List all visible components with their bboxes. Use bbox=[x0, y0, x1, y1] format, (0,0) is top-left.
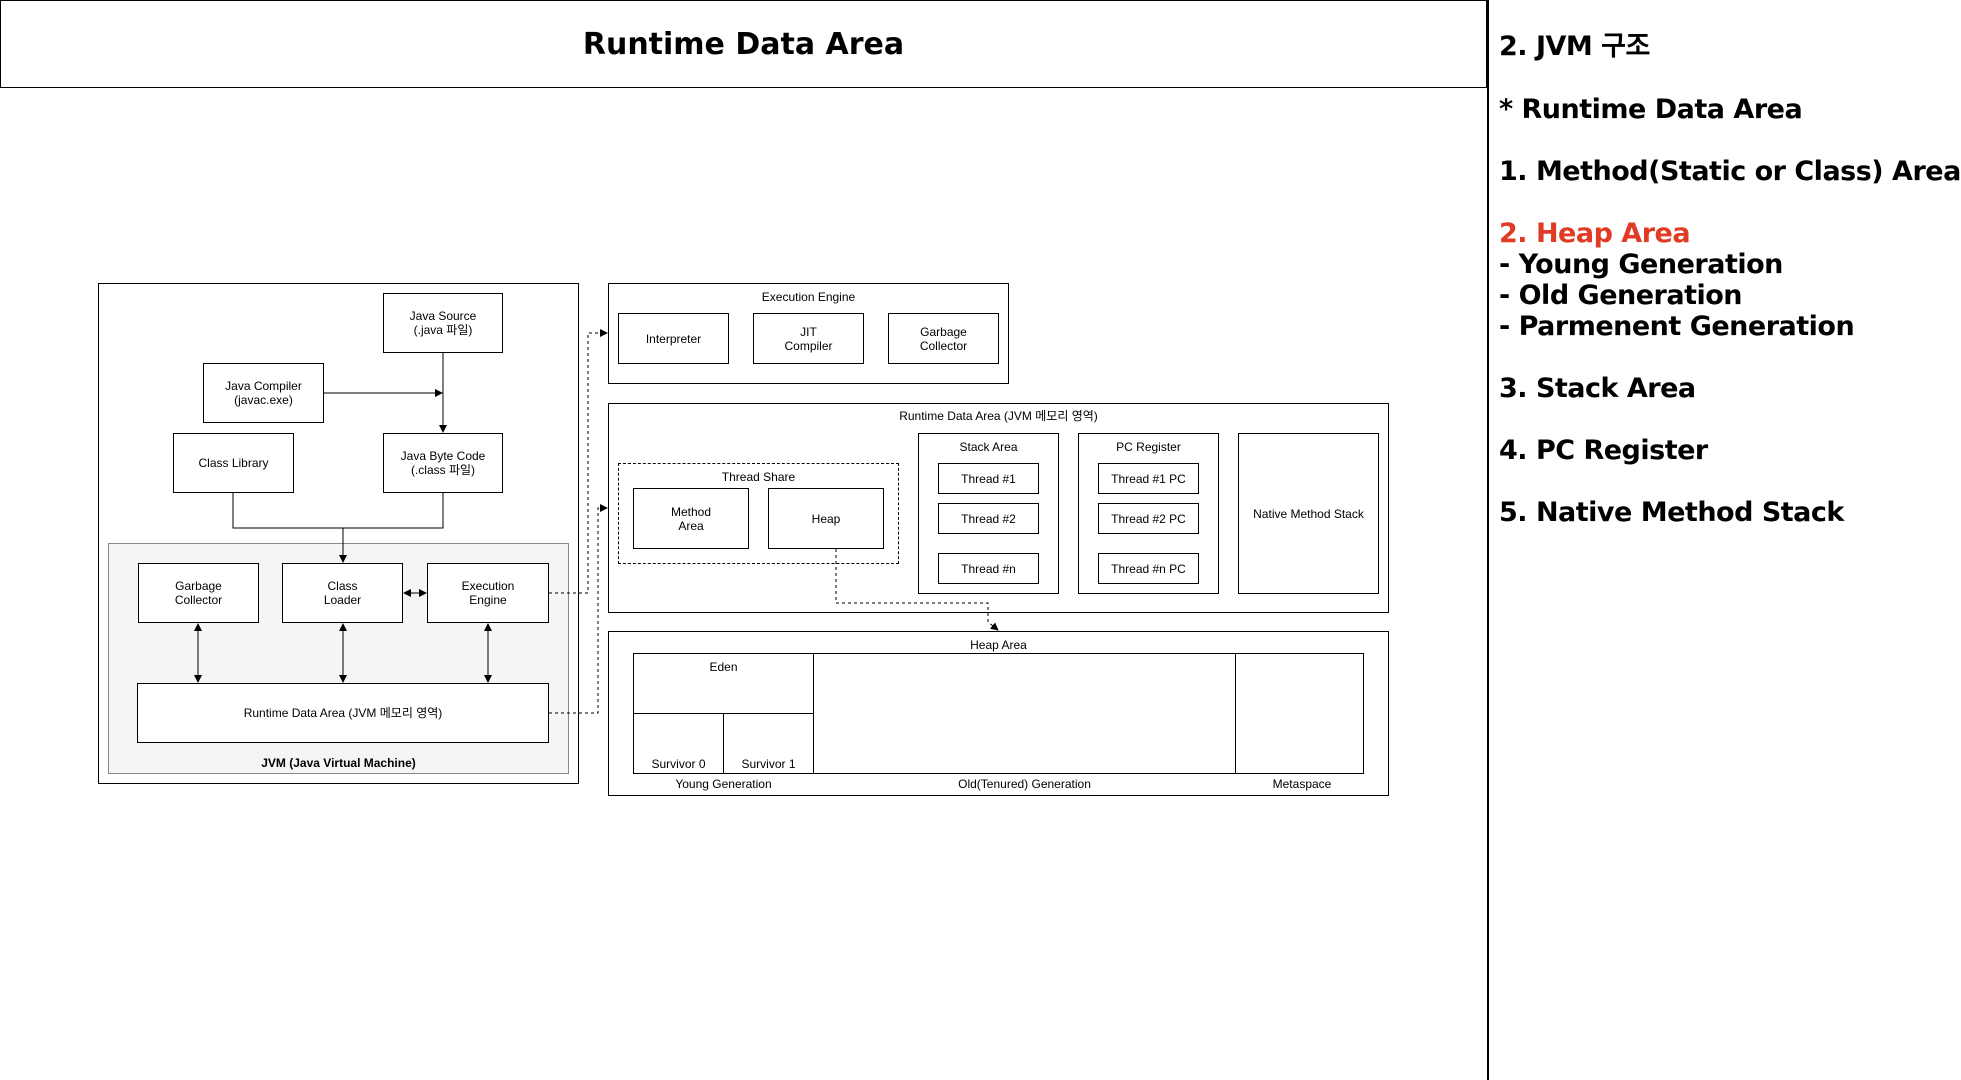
metaspace-label: Metaspace bbox=[1272, 777, 1332, 791]
eden-label: Eden bbox=[709, 660, 738, 674]
java-compiler-box: Java Compiler (javac.exe) bbox=[203, 363, 324, 423]
jvm-label: JVM (Java Virtual Machine) bbox=[261, 756, 416, 770]
pc-thread-n: Thread #n PC bbox=[1098, 553, 1199, 584]
title-bar: Runtime Data Area bbox=[0, 0, 1487, 88]
sidebar-line-heap-area: 2. Heap Area bbox=[1499, 218, 1691, 249]
sidebar-line-young-generation: - Young Generation bbox=[1499, 249, 1783, 280]
jvm-diagram: Java Source (.java 파일) Java Compiler (ja… bbox=[98, 283, 1389, 796]
metaspace-box bbox=[1235, 653, 1364, 774]
heap-area-panel bbox=[608, 631, 1389, 796]
sidebar-line-runtime-data-area: * Runtime Data Area bbox=[1499, 94, 1803, 125]
java-byte-code-box: Java Byte Code (.class 파일) bbox=[383, 433, 503, 493]
pc-thread-2: Thread #2 PC bbox=[1098, 503, 1199, 534]
ee-garbage-collector-box: Garbage Collector bbox=[888, 313, 999, 364]
sidebar-line-native-method-stack: 5. Native Method Stack bbox=[1499, 497, 1844, 528]
sidebar-line-method-area: 1. Method(Static or Class) Area bbox=[1499, 156, 1961, 187]
survivor1-label: Survivor 1 bbox=[741, 757, 796, 771]
interpreter-box: Interpreter bbox=[618, 313, 729, 364]
sidebar-line-permanent-generation: - Parmenent Generation bbox=[1499, 311, 1855, 342]
jvm-execution-engine-box: Execution Engine bbox=[427, 563, 549, 623]
stack-area-title: Stack Area bbox=[959, 440, 1018, 454]
old-generation-label: Old(Tenured) Generation bbox=[958, 777, 1091, 791]
pc-register-frame bbox=[1078, 433, 1219, 594]
thread-share-title: Thread Share bbox=[721, 470, 796, 484]
sidebar-line-old-generation: - Old Generation bbox=[1499, 280, 1743, 311]
jvm-garbage-collector-box: Garbage Collector bbox=[138, 563, 259, 623]
heap-area-title: Heap Area bbox=[970, 638, 1027, 652]
pc-thread-1: Thread #1 PC bbox=[1098, 463, 1199, 494]
sidebar-line-stack-area: 3. Stack Area bbox=[1499, 373, 1696, 404]
method-area-box: Method Area bbox=[633, 488, 749, 549]
heap-box: Heap bbox=[768, 488, 884, 549]
runtime-data-area-title: Runtime Data Area (JVM 메모리 영역) bbox=[899, 409, 1098, 423]
native-method-stack-box: Native Method Stack bbox=[1238, 433, 1379, 594]
stack-thread-n: Thread #n bbox=[938, 553, 1039, 584]
pc-register-title: PC Register bbox=[1116, 440, 1181, 454]
jit-compiler-box: JIT Compiler bbox=[753, 313, 864, 364]
sidebar-line-pc-register: 4. PC Register bbox=[1499, 435, 1708, 466]
stack-thread-1: Thread #1 bbox=[938, 463, 1039, 494]
java-source-box: Java Source (.java 파일) bbox=[383, 293, 503, 353]
sidebar-line-jvm-structure: 2. JVM 구조 bbox=[1499, 31, 1650, 62]
page-title: Runtime Data Area bbox=[582, 26, 905, 62]
stack-thread-2: Thread #2 bbox=[938, 503, 1039, 534]
class-library-box: Class Library bbox=[173, 433, 294, 493]
class-loader-box: Class Loader bbox=[282, 563, 403, 623]
survivor0-label: Survivor 0 bbox=[651, 757, 706, 771]
old-generation-box bbox=[813, 653, 1236, 774]
sidebar: 2. JVM 구조 * Runtime Data Area 1. Method(… bbox=[1487, 0, 1961, 1080]
execution-engine-title: Execution Engine bbox=[761, 290, 856, 304]
thread-share-frame bbox=[618, 463, 899, 564]
runtime-data-area-panel bbox=[608, 403, 1389, 613]
jvm-runtime-data-area-box: Runtime Data Area (JVM 메모리 영역) bbox=[137, 683, 549, 743]
execution-engine-panel bbox=[608, 283, 1009, 384]
young-generation-label: Young Generation bbox=[675, 777, 772, 791]
